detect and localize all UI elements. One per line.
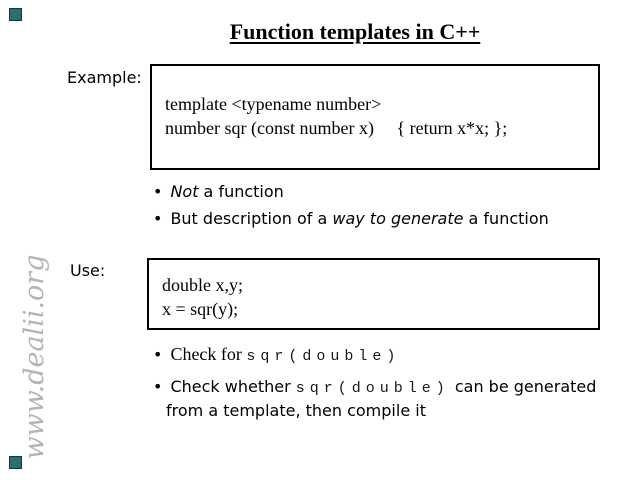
- example-bullet-1-rest: a function: [198, 182, 284, 201]
- bullet-icon: •: [153, 345, 163, 364]
- example-bullet-2-italic: way to generate: [332, 209, 464, 228]
- example-bullet-1: • Not a function: [153, 181, 284, 202]
- use-bullet-2-code: sqr(double): [295, 380, 450, 397]
- example-bullet-2-pre: But description of a: [170, 209, 333, 228]
- corner-marker-top-icon: [9, 8, 22, 21]
- example-code-box: template <typename number> number sqr (c…: [150, 64, 600, 170]
- bullet-icon: •: [153, 377, 163, 396]
- use-bullet-1: • Check for sqr(double): [153, 344, 400, 367]
- use-code-box: double x,y; x = sqr(y);: [147, 258, 600, 330]
- use-bullet-2-line2: from a template, then compile it: [166, 401, 426, 420]
- watermark: www.dealii.org: [19, 254, 50, 460]
- example-label: Example:: [67, 68, 142, 87]
- example-bullet-2-post: a function: [463, 209, 549, 228]
- example-code-line-1: template <typename number>: [165, 94, 382, 114]
- use-bullet-1-code: sqr(double): [246, 348, 401, 365]
- bullet-icon: •: [153, 182, 163, 201]
- use-bullet-2-pre: Check whether: [170, 377, 296, 396]
- example-bullet-2: • But description of a way to generate a …: [153, 208, 549, 229]
- use-bullet-1-text: Check for: [170, 344, 247, 364]
- bullet-icon: •: [153, 209, 163, 228]
- use-bullet-2-post: can be generated: [449, 377, 597, 396]
- use-code-line-2: x = sqr(y);: [162, 299, 239, 319]
- example-code-line-2: number sqr (const number x) { return x*x…: [165, 118, 508, 138]
- slide-title: Function templates in C++: [229, 19, 481, 44]
- use-bullet-2: • Check whether sqr(double) can be genera…: [153, 376, 596, 399]
- use-label: Use:: [70, 261, 106, 280]
- example-bullet-1-italic: Not: [170, 182, 199, 201]
- corner-marker-bottom-icon: [9, 456, 22, 469]
- slide-title-container: Function templates in C++: [155, 19, 555, 45]
- use-code-line-1: double x,y;: [162, 275, 243, 295]
